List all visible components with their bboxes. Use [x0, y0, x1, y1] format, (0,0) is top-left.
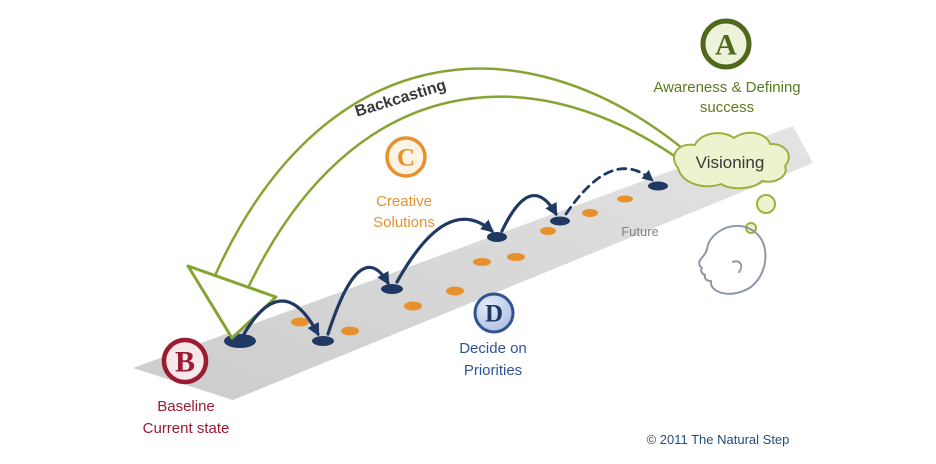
- person-head-icon: [698, 224, 767, 295]
- hop-arc-4: [500, 194, 558, 233]
- thought-bubble-large-icon: [756, 194, 776, 214]
- step-a-letter: A: [715, 29, 737, 62]
- step-a-label-line1: Awareness & Defining: [653, 79, 800, 96]
- milestone-dot: [404, 301, 422, 311]
- orange-dot-group: [291, 195, 633, 336]
- milestone-dot: [550, 216, 570, 226]
- milestone-dot: [648, 181, 668, 191]
- step-a-badge: [700, 18, 752, 70]
- backcasting-arc-outer: [211, 67, 683, 281]
- future-label: Future: [621, 224, 659, 239]
- copyright-label: © 2011 The Natural Step: [647, 432, 790, 447]
- person-ear-icon: [732, 260, 743, 273]
- milestone-dot: [540, 227, 556, 235]
- step-b-label-line1: Baseline: [157, 398, 215, 415]
- step-d-label-line2: Priorities: [464, 362, 522, 379]
- visioning-cloud: [673, 131, 790, 190]
- hop-arc-dashed-future: [564, 167, 654, 216]
- milestone-dot: [446, 286, 464, 296]
- hop-arc-2: [326, 265, 390, 336]
- milestone-dot: [507, 253, 525, 261]
- step-d-letter: D: [485, 301, 503, 328]
- step-d-badge: [473, 292, 515, 334]
- hop-arc-1: [242, 299, 320, 337]
- timeline-road: [133, 126, 813, 400]
- step-b-label-line2: Current state: [143, 420, 230, 437]
- step-c-label-line1: Creative: [376, 193, 432, 210]
- milestone-dot: [473, 258, 491, 266]
- backcasting-arc-inner: [245, 95, 691, 291]
- milestone-dot: [341, 326, 359, 336]
- milestone-dot: [617, 195, 633, 203]
- visioning-label: Visioning: [696, 153, 765, 172]
- milestone-dot: [312, 336, 334, 346]
- milestone-dot: [291, 317, 309, 327]
- step-c-badge: [385, 136, 427, 178]
- milestone-dot: [582, 209, 598, 217]
- milestone-dot: [224, 334, 256, 348]
- hop-arc-3: [395, 217, 494, 284]
- milestone-dot: [487, 232, 507, 242]
- step-c-letter: C: [397, 145, 415, 172]
- step-c-label-line2: Solutions: [373, 214, 435, 231]
- milestone-dot: [381, 284, 403, 294]
- step-a-label-line2: success: [700, 99, 754, 116]
- step-d-label-line1: Decide on: [459, 340, 527, 357]
- step-b-letter: B: [175, 346, 195, 379]
- step-b-badge: [161, 337, 209, 385]
